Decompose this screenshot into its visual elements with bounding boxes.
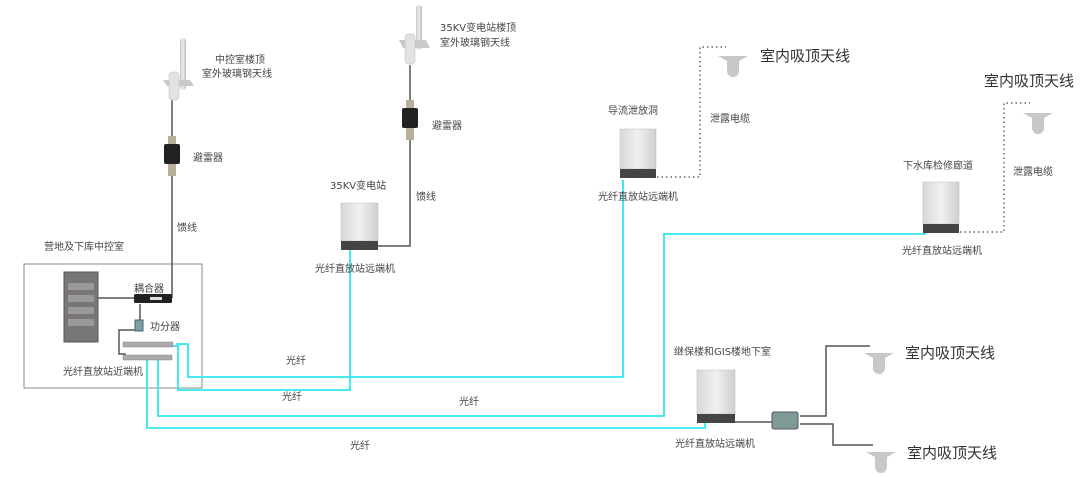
label-feeder-substation: 馈线 bbox=[416, 192, 436, 203]
gis-splitter bbox=[771, 411, 799, 430]
label-fiber-4: 光纤 bbox=[350, 441, 370, 452]
label-lower-reservoir: 下水库检修廊道 bbox=[903, 161, 973, 172]
label-leaky-diversion: 泄露电缆 bbox=[710, 114, 750, 125]
label-antenna-control-2: 室外玻璃钢天线 bbox=[202, 69, 272, 80]
feeder-line-substation bbox=[378, 140, 411, 247]
remote-unit-diversion bbox=[619, 128, 657, 178]
leaky-cable-lower-reservoir bbox=[960, 102, 1030, 233]
feeder-to-ceiling-2 bbox=[800, 423, 873, 446]
label-remote-substation: 光纤直放站远端机 bbox=[315, 264, 395, 275]
lightning-arrester-substation bbox=[402, 100, 418, 140]
label-remote-gis: 光纤直放站远端机 bbox=[675, 439, 755, 450]
fiber-to-diversion bbox=[176, 180, 624, 378]
label-gis: 继保楼和GIS楼地下室 bbox=[674, 347, 772, 358]
outdoor-antenna-substation bbox=[399, 5, 430, 65]
label-feeder-control: 馈线 bbox=[177, 223, 197, 234]
coupler bbox=[134, 294, 172, 303]
feeder-splitter-nearend bbox=[118, 329, 136, 355]
label-ceiling-lower-reservoir: 室内吸顶天线 bbox=[984, 72, 1075, 90]
label-near-end: 光纤直放站近端机 bbox=[63, 367, 143, 378]
power-splitter bbox=[134, 319, 144, 332]
remote-unit-gis bbox=[696, 369, 736, 423]
label-antenna-control-1: 中控室楼顶 bbox=[215, 55, 265, 66]
control-room-box bbox=[23, 263, 203, 389]
label-substation: 35KV变电站 bbox=[330, 181, 387, 192]
label-splitter: 功分器 bbox=[150, 322, 180, 333]
ceiling-antenna-diversion bbox=[718, 56, 748, 77]
fiber-to-gis bbox=[146, 358, 706, 429]
label-arrester-substation: 避雷器 bbox=[432, 121, 462, 132]
remote-unit-substation bbox=[340, 202, 379, 250]
remote-unit-lower-reservoir bbox=[922, 181, 960, 233]
leaky-cable-diversion bbox=[657, 46, 726, 178]
label-ceiling-gis-1: 室内吸顶天线 bbox=[905, 344, 996, 362]
label-ceiling-diversion: 室内吸顶天线 bbox=[760, 47, 851, 65]
near-end-unit-2 bbox=[122, 354, 173, 361]
label-fiber-1: 光纤 bbox=[286, 356, 306, 367]
fiber-to-substation bbox=[172, 246, 351, 391]
label-antenna-substation-2: 室外玻璃钢天线 bbox=[440, 38, 510, 49]
label-remote-diversion: 光纤直放站远端机 bbox=[598, 192, 678, 203]
label-fiber-3: 光纤 bbox=[459, 397, 479, 408]
near-end-unit-1 bbox=[122, 341, 174, 348]
label-antenna-substation-1: 35KV变电站楼顶 bbox=[440, 23, 517, 34]
label-leaky-lower-reservoir: 泄露电缆 bbox=[1013, 167, 1053, 178]
label-coupler: 耦合器 bbox=[134, 284, 164, 295]
rack-cabinet bbox=[63, 271, 99, 343]
label-diversion: 导流泄放洞 bbox=[608, 106, 658, 117]
lightning-arrester-control bbox=[164, 136, 180, 176]
ceiling-antenna-gis-2 bbox=[866, 452, 896, 473]
feeder-to-ceiling-1 bbox=[800, 345, 870, 417]
label-remote-lower-reservoir: 光纤直放站远端机 bbox=[902, 246, 982, 257]
fiber-to-lower-reservoir bbox=[157, 233, 926, 417]
label-control-room: 营地及下库中控室 bbox=[44, 242, 124, 253]
label-fiber-2: 光纤 bbox=[282, 392, 302, 403]
label-arrester-control: 避雷器 bbox=[193, 153, 223, 164]
outdoor-antenna-control bbox=[163, 38, 194, 101]
ceiling-antenna-gis-1 bbox=[864, 353, 894, 374]
label-ceiling-gis-2: 室内吸顶天线 bbox=[907, 444, 998, 462]
ceiling-antenna-lower-reservoir bbox=[1023, 113, 1053, 134]
